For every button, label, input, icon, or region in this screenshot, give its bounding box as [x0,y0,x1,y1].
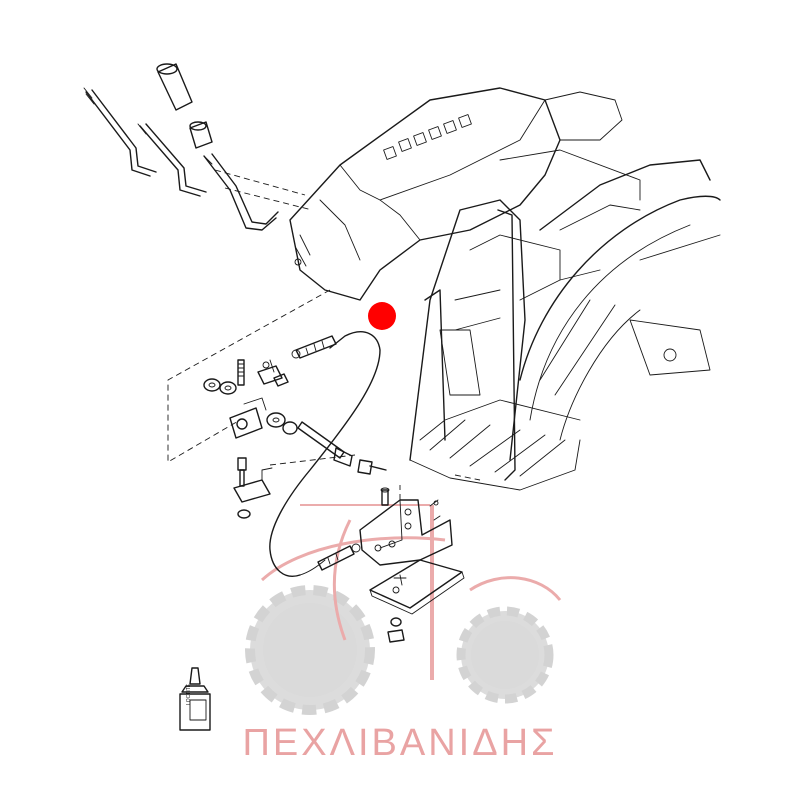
lever-pivot [229,397,267,439]
cab-frame [409,199,581,491]
watermark-text: ΠΕΧΛΙΒΑΝΙΔΗΣ [242,722,558,764]
plate-washer [390,617,402,627]
small-nut [273,373,289,387]
top-bolt [380,487,390,506]
watermark-logo [245,504,562,715]
bottle-label: LOCTITE [186,683,192,705]
main-bracket [359,499,453,566]
watermark-front-wheel [456,606,554,704]
washer-1 [203,378,221,392]
hex-bolt [357,459,387,475]
watermark-rear-wheel [245,585,375,715]
pivot-pin [297,421,353,467]
stud-bolt [237,359,245,386]
threadlocker-bottle [179,667,211,731]
side-console [289,87,623,301]
control-cable [269,331,381,577]
clip-bracket [257,359,283,385]
mount-bracket [233,467,273,503]
lever-rod-3 [203,153,279,231]
base-plate [369,559,465,615]
red-dot-marker[interactable] [368,302,396,330]
cable-end-lower [317,543,361,571]
lever-rod-2 [137,123,207,197]
mount-bolt [237,457,247,487]
lever-rod-1 [83,87,157,177]
switch-panel [383,114,472,160]
linkage-parts [203,359,387,519]
rear-fender [469,149,721,441]
leader-lines [167,169,481,500]
bracket-assembly [359,487,465,643]
lever-sleeve [189,121,213,149]
spacer-ring [282,421,298,435]
mount-nut [237,509,251,519]
plate-nut [387,629,405,643]
washer-2 [219,381,237,395]
washer-3 [266,412,286,428]
lever-knob [156,63,193,111]
cable-end-upper [291,335,337,359]
